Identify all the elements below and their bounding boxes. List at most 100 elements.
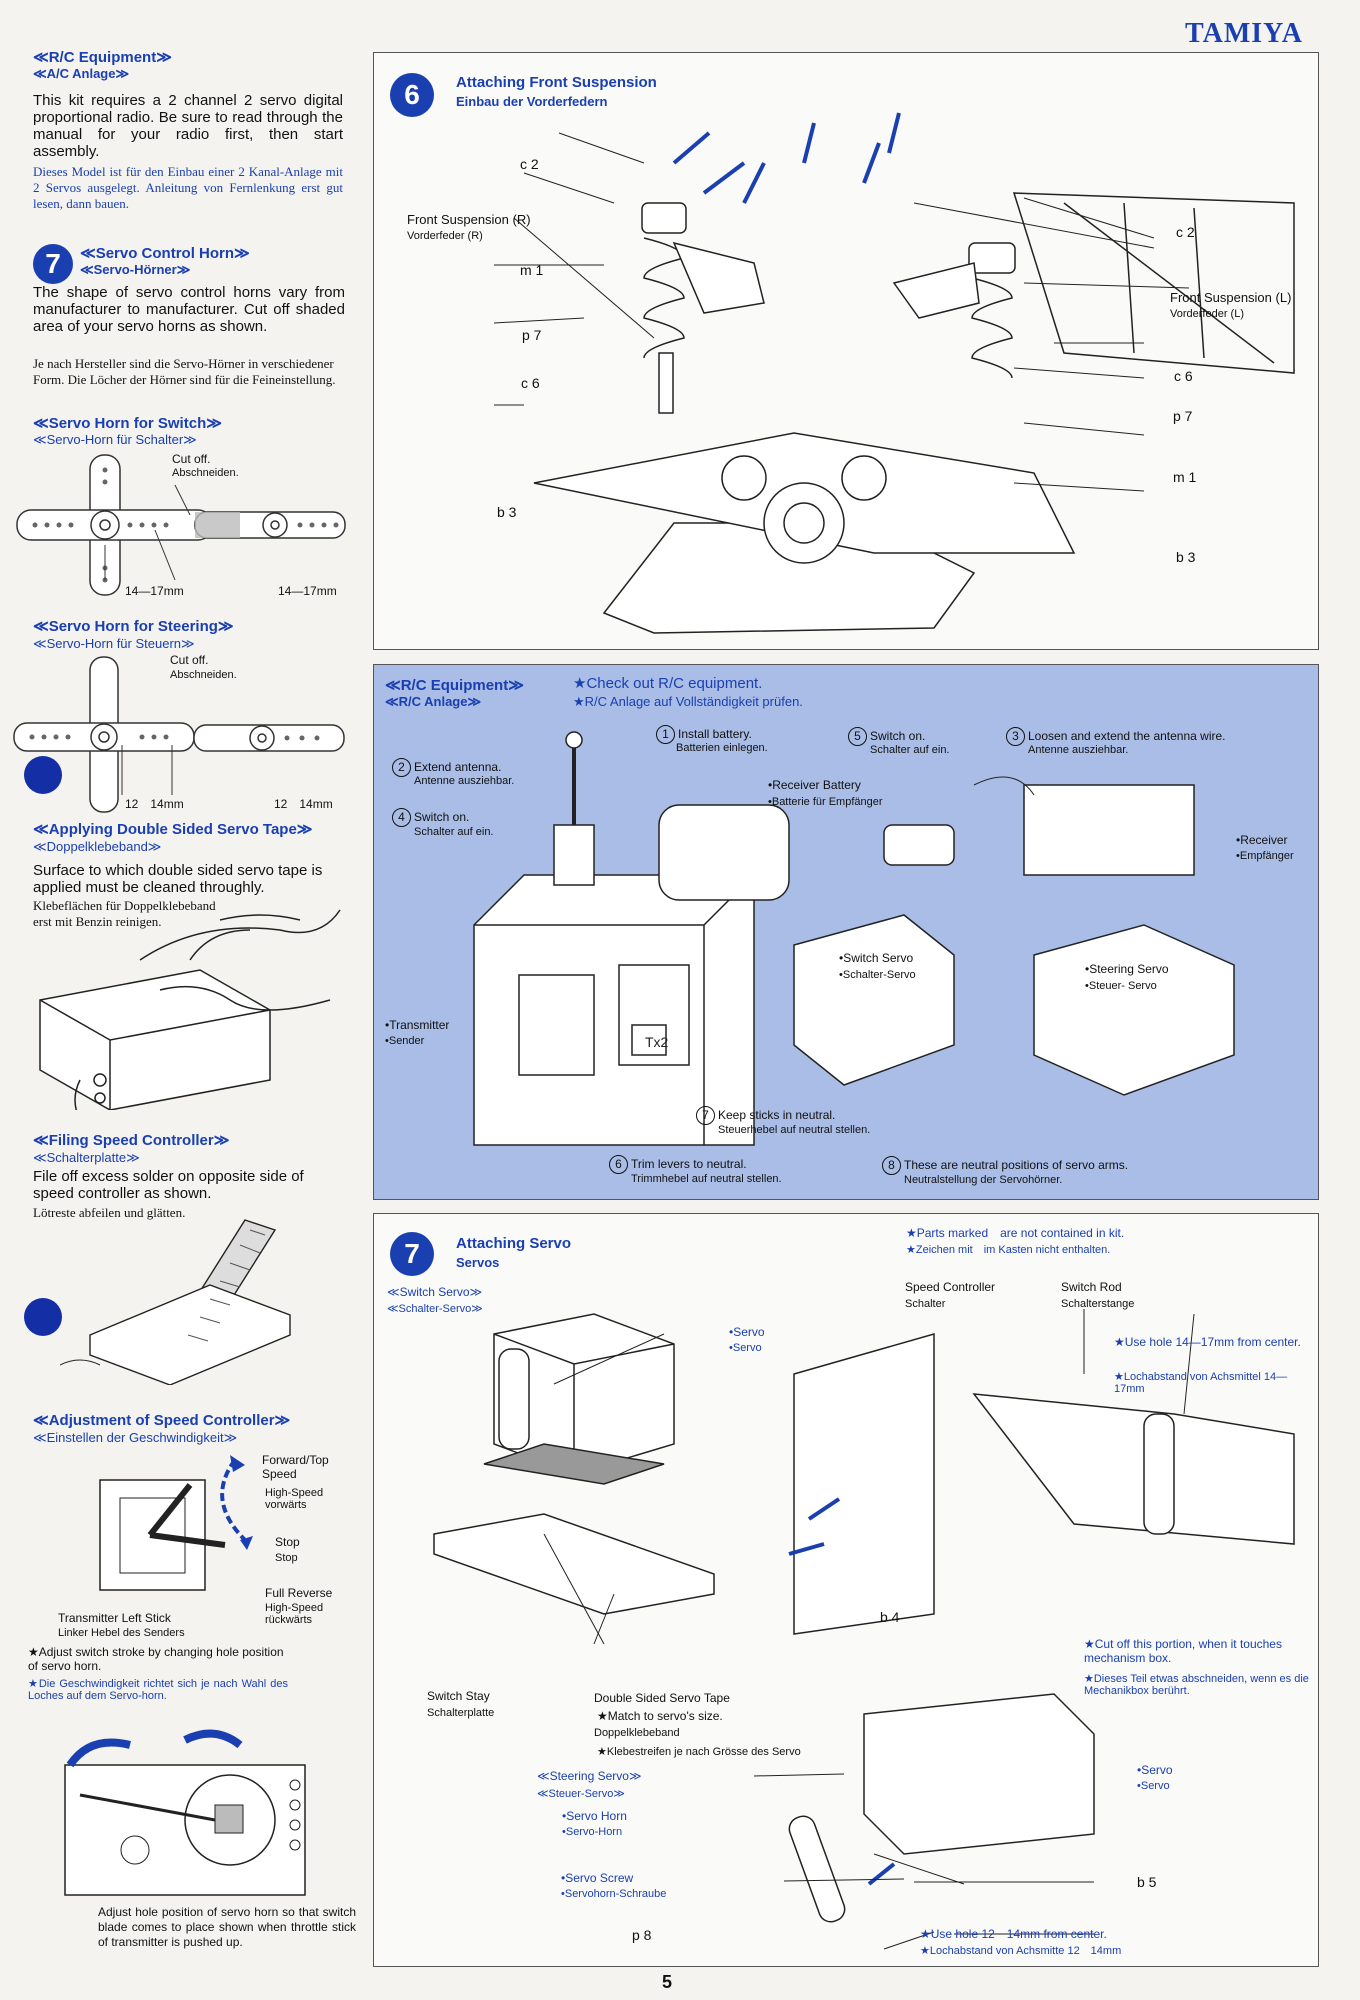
part-b3-left: b 3 xyxy=(497,504,517,520)
adjustment-title: ≪Adjustment of Speed Controller≫ xyxy=(33,1412,291,1429)
rc-step-5-de: Schalter auf ein. xyxy=(870,744,950,756)
switch-rod-label-de: Schalterstange xyxy=(1061,1298,1135,1310)
part-m1-right: m 1 xyxy=(1173,469,1197,485)
filing-title: ≪Filing Speed Controller≫ xyxy=(33,1132,230,1149)
servo-horn-label: •Servo Horn xyxy=(562,1809,627,1823)
part-p8: p 8 xyxy=(632,1927,652,1943)
marker-dot-1 xyxy=(24,756,62,794)
step-7-badge-left: 7 xyxy=(33,244,73,284)
forward-label-de: High-Speed vorwärts xyxy=(265,1487,324,1511)
filing-body-de: Lötreste abfeilen und glätten. xyxy=(33,1205,186,1220)
cut-note: ★Cut off this portion, when it touches m… xyxy=(1084,1637,1282,1665)
servo-screw-label-de: •Servohorn-Schraube xyxy=(561,1888,667,1900)
horn-switch-cut-de: Abschneiden. xyxy=(172,467,239,479)
tape-label: Double Sided Servo Tape xyxy=(594,1691,730,1705)
tape-body: Surface to which double sided servo tape… xyxy=(33,862,323,896)
stick-label: Transmitter Left Stick xyxy=(58,1611,171,1625)
hole12-note-de: ★Lochabstand von Achsmitte 12 14mm xyxy=(920,1945,1122,1957)
part-m1-left: m 1 xyxy=(520,262,544,278)
hole12-note: ★Use hole 12 14mm from center. xyxy=(920,1927,1107,1941)
servo-label-2: •Servo xyxy=(1137,1763,1173,1777)
part-p7-right: p 7 xyxy=(1173,408,1193,424)
stick-label-de: Linker Hebel des Senders xyxy=(58,1627,185,1639)
rc-panel-title: ≪R/C Equipment≫ xyxy=(385,677,524,694)
tape-match-note-de: ★Klebestreifen je nach Grösse des Servo xyxy=(597,1746,801,1758)
transmitter-label-de: •Sender xyxy=(385,1035,425,1047)
step6-title: Attaching Front Suspension xyxy=(456,74,657,91)
part-c2-left: c 2 xyxy=(520,156,539,172)
part-b5: b 5 xyxy=(1137,1874,1157,1890)
receiver-label-de: •Empfänger xyxy=(1236,850,1294,862)
rc-step-4-de: Schalter auf ein. xyxy=(414,826,494,838)
servo-horn-title: ≪Servo Control Horn≫ xyxy=(80,245,250,262)
receiver-label: •Receiver xyxy=(1236,833,1288,847)
steering-servo-heading: ≪Steering Servo≫ xyxy=(537,1769,642,1783)
horn-steering-cut: Cut off. xyxy=(170,653,209,667)
speed-controller-label: Speed Controller xyxy=(905,1280,996,1294)
hole-note: ★Use hole 14—17mm from center. xyxy=(1114,1335,1301,1349)
hole-note-de: ★Lochabstand von Achsmittel 14—17mm xyxy=(1114,1371,1288,1395)
reverse-label-de: High-Speed rückwärts xyxy=(265,1602,324,1626)
tape-body-de: Klebeflächen für Doppelklebeband erst mi… xyxy=(33,898,216,929)
rc-equipment-body: This kit requires a 2 channel 2 servo di… xyxy=(33,92,343,160)
front-suspension-r: Front Suspension (R) xyxy=(407,212,531,227)
attaching-servo-diagram xyxy=(433,1309,1295,1950)
part-p7-left: p 7 xyxy=(522,327,542,343)
receiver-battery-label: •Receiver Battery xyxy=(768,778,861,792)
horn-switch-title-de: ≪Servo-Horn für Schalter≫ xyxy=(33,432,197,447)
switch-servo-label: •Switch Servo xyxy=(839,951,914,965)
stop-label-de: Stop xyxy=(275,1552,298,1564)
rc-equipment-diagram: Tx2 xyxy=(473,731,1235,1146)
horn-switch-title: ≪Servo Horn for Switch≫ xyxy=(33,415,222,432)
transmitter-label: •Transmitter xyxy=(385,1018,450,1032)
receiver-battery-label-de: •Batterie für Empfänger xyxy=(768,796,883,808)
tape-cleaning-illustration xyxy=(39,909,341,1110)
tape-title: ≪Applying Double Sided Servo Tape≫ xyxy=(33,821,313,838)
forward-label: Forward/Top Speed xyxy=(262,1453,329,1481)
brand-logo: TAMIYA xyxy=(1185,18,1304,49)
transmitter-stick-diagram xyxy=(99,1455,253,1591)
part-b3-right: b 3 xyxy=(1176,549,1196,565)
step-6-badge: 6 xyxy=(390,73,434,117)
horn-steering-title-de: ≪Servo-Horn für Steuern≫ xyxy=(33,636,195,651)
stop-label: Stop xyxy=(275,1535,300,1549)
rc-step-8-de: Neutralstellung der Servohörner. xyxy=(904,1174,1063,1186)
marker-dot-2 xyxy=(24,1298,62,1336)
switch-servo-label-de: •Schalter-Servo xyxy=(839,969,916,981)
rc-step-2-de: Antenne ausziehbar. xyxy=(414,775,515,787)
rc-equipment-panel: Tx2 xyxy=(373,664,1319,1200)
adjust-note-de: ★Die Geschwindigkeit richtet sich je nac… xyxy=(28,1678,288,1702)
servo-horn-body-de: Je nach Hersteller sind die Servo-Hörner… xyxy=(33,356,336,387)
cut-note-de: ★Dieses Teil etwas abschneiden, wenn es … xyxy=(1084,1673,1309,1697)
step7-panel xyxy=(373,1213,1319,1967)
parts-note-de: ★Zeichen mit im Kasten nicht enthalten. xyxy=(906,1244,1111,1256)
speed-controller-diagram xyxy=(64,1729,306,1896)
filing-title-de: ≪Schalterplatte≫ xyxy=(33,1150,140,1165)
tape-title-de: ≪Doppelklebeband≫ xyxy=(33,839,162,854)
part-c6-left: c 6 xyxy=(521,375,540,391)
horn-steering-dim2: 12 14mm xyxy=(274,797,333,811)
steering-servo-label-de: •Steuer- Servo xyxy=(1085,980,1157,992)
part-c6-right: c 6 xyxy=(1174,368,1193,384)
rc-step-7-de: Steuerhebel auf neutral stellen. xyxy=(718,1124,871,1136)
adjust-bottom-note: Adjust hole position of servo horn so th… xyxy=(98,1905,356,1949)
step6-panel xyxy=(373,52,1319,650)
step7-title: Attaching Servo xyxy=(456,1235,572,1252)
servo-horn-label-de: •Servo-Horn xyxy=(562,1826,623,1838)
servo-label-1-de: •Servo xyxy=(729,1342,762,1354)
servo-label-2-de: •Servo xyxy=(1137,1780,1170,1792)
parts-note: ★Parts marked are not contained in kit. xyxy=(906,1226,1125,1240)
front-suspension-r-de: Vorderfeder (R) xyxy=(407,230,483,242)
steering-servo-heading-de: ≪Steuer-Servo≫ xyxy=(537,1788,625,1800)
horn-steering-diagram xyxy=(13,656,345,813)
rc-step-3-de: Antenne ausziehbar. xyxy=(1028,744,1129,756)
front-suspension-l: Front Suspension (L) xyxy=(1170,290,1292,305)
horn-steering-cut-de: Abschneiden. xyxy=(170,669,237,681)
